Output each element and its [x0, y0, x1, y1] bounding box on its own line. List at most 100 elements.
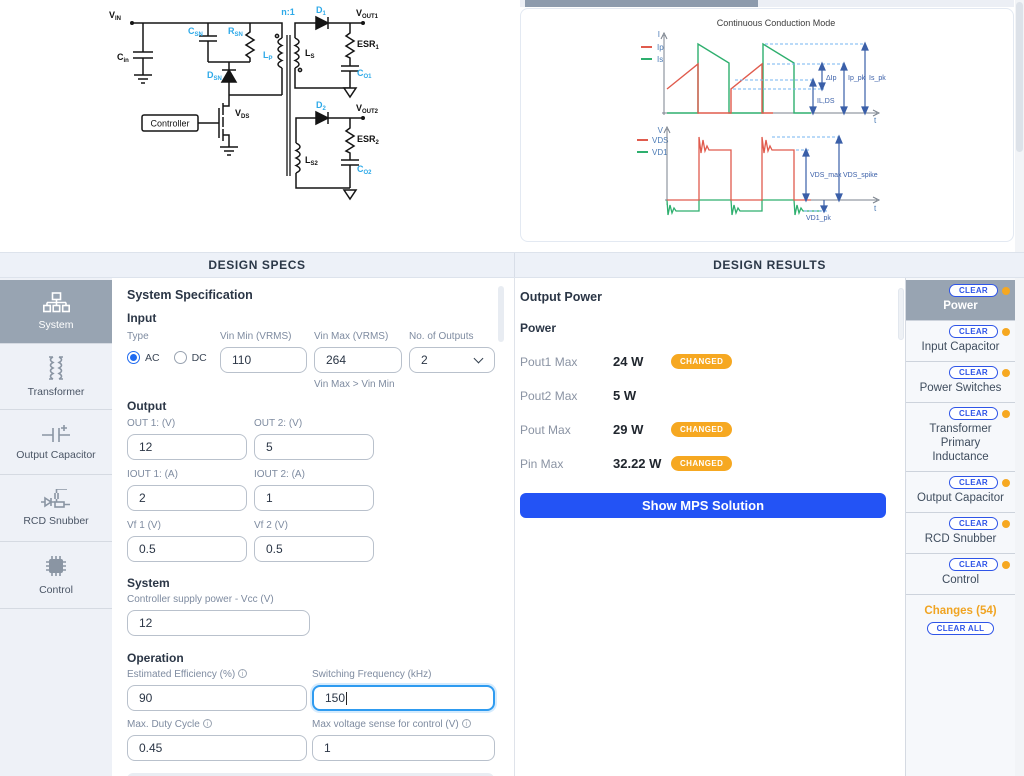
changed-dot	[1002, 327, 1010, 336]
result-nav-transformer-primary-inductance[interactable]: CLEAR Transformer Primary Inductance	[906, 403, 1015, 472]
panel-headers: DESIGN SPECS DESIGN RESULTS	[0, 252, 1024, 278]
vf2-input[interactable]: 0.5	[254, 536, 374, 562]
rcd-snubber-icon	[41, 489, 70, 508]
legend-is: Is	[657, 55, 663, 64]
output-section-heading: Output	[127, 399, 167, 413]
sidebar-item-system[interactable]: System	[0, 280, 112, 344]
clear-button[interactable]: CLEAR	[948, 476, 998, 489]
efficiency-input[interactable]: 90	[127, 685, 307, 711]
sidebar-item-control[interactable]: Control	[0, 542, 112, 609]
page-vertical-scrollbar[interactable]	[1015, 0, 1024, 776]
info-icon[interactable]: i	[238, 669, 248, 678]
vin-min-input[interactable]: 110	[220, 347, 307, 373]
sidebar-item-rcd-snubber[interactable]: RCD Snubber	[0, 475, 112, 542]
legend-ip: Ip	[657, 43, 664, 52]
waveform-card: Continuous Conduction Mode Ip Is I t	[520, 8, 1014, 242]
radio-ac-circle[interactable]	[127, 351, 140, 364]
clear-button[interactable]: CLEAR	[948, 284, 998, 297]
clear-button[interactable]: CLEAR	[948, 325, 998, 338]
duty-cycle-input[interactable]: 0.45	[127, 735, 307, 761]
scrollbar-thumb[interactable]	[525, 0, 758, 7]
frequency-input[interactable]: 150	[312, 685, 495, 711]
ls2-label: LS2	[305, 155, 319, 167]
result-nav-power[interactable]: CLEAR Power	[906, 280, 1015, 321]
flyback-schematic: Controller VIN Cin VDS LS LS2 ESR1 ESR2 …	[109, 5, 380, 201]
result-nav-output-capacitor[interactable]: CLEAR Output Capacitor	[906, 472, 1015, 513]
radio-dc[interactable]: DC	[173, 351, 207, 364]
waveform-chart: Continuous Conduction Mode Ip Is I t	[637, 18, 886, 222]
vf1-input[interactable]: 0.5	[127, 536, 247, 562]
outputs-select[interactable]: 2	[409, 347, 495, 373]
d2-label: D2	[316, 100, 327, 112]
result-nav-rcd-snubber[interactable]: CLEAR RCD Snubber	[906, 513, 1015, 554]
radio-dc-circle[interactable]	[173, 351, 187, 364]
result-label: Pout2 Max	[520, 388, 578, 403]
sense-voltage-input[interactable]: 1	[312, 735, 495, 761]
sidebar-item-output-capacitor[interactable]: Output Capacitor	[0, 410, 112, 475]
vout2-label: VOUT2	[356, 103, 379, 115]
out1-input[interactable]: 12	[127, 434, 247, 460]
iout1-input[interactable]: 2	[127, 485, 247, 511]
sidebar-item-label: Control	[39, 584, 73, 596]
result-nav-label: Power Switches	[919, 382, 1002, 394]
vds-label: VDS	[235, 108, 249, 120]
result-nav-label: Output Capacitor	[917, 492, 1004, 504]
legend-vd1: VD1	[652, 148, 668, 157]
vin-label: VIN	[109, 10, 121, 22]
csn-label: CSN	[188, 26, 203, 38]
result-nav-label: Input Capacitor	[921, 341, 1000, 353]
changed-dot	[1002, 560, 1010, 569]
result-nav-label: Control	[941, 574, 980, 586]
v-axis-label: V	[658, 126, 664, 135]
right-sidebar: CLEAR Power CLEAR Input Capacitor CLEAR …	[905, 278, 1015, 776]
text-caret	[346, 691, 348, 705]
horizontal-scrollbar[interactable]	[520, 0, 1014, 7]
info-icon[interactable]: i	[461, 719, 471, 728]
clear-button[interactable]: CLEAR	[948, 407, 998, 420]
clear-button[interactable]: CLEAR	[948, 517, 998, 530]
out2-label: OUT 2: (V)	[254, 418, 303, 429]
specs-scrollbar[interactable]	[498, 286, 504, 342]
t-axis-label-1: t	[874, 116, 877, 125]
scrollbar-thumb[interactable]	[1016, 2, 1023, 152]
result-nav-control[interactable]: CLEAR Control	[906, 554, 1015, 595]
cin-label: Cin	[117, 52, 129, 64]
show-mps-solution-button[interactable]: Show MPS Solution	[520, 493, 886, 518]
left-sidebar: System Transformer Output Capacitor	[0, 278, 112, 776]
clear-button[interactable]: CLEAR	[948, 558, 998, 571]
changes-count: Changes (54)	[924, 605, 997, 617]
result-nav-power-switches[interactable]: CLEAR Power Switches	[906, 362, 1015, 403]
debug-accordion[interactable]: How to debug your design +	[127, 773, 494, 776]
esr1-label: ESR1	[357, 39, 380, 51]
out1-label: OUT 1: (V)	[127, 418, 176, 429]
d1-label: D1	[316, 5, 327, 17]
efficiency-label: Estimated Efficiency (%)i	[127, 669, 307, 680]
iout2-label: IOUT 2: (A)	[254, 469, 305, 480]
result-nav-input-capacitor[interactable]: CLEAR Input Capacitor	[906, 321, 1015, 362]
clear-button[interactable]: CLEAR	[948, 366, 998, 379]
info-icon[interactable]: i	[202, 719, 212, 728]
chart-title: Continuous Conduction Mode	[717, 18, 836, 28]
result-label: Pout Max	[520, 422, 571, 437]
vin-max-input[interactable]: 264	[314, 347, 402, 373]
radio-ac[interactable]: AC	[127, 351, 160, 364]
design-results-header: DESIGN RESULTS	[713, 258, 826, 272]
result-value: 29 W	[613, 422, 644, 437]
clear-all-button[interactable]: CLEAR ALL	[926, 622, 995, 635]
iout2-input[interactable]: 1	[254, 485, 374, 511]
main-area: System Transformer Output Capacitor	[0, 278, 1024, 776]
annotation-vd1-pk: VD1_pk	[806, 215, 831, 222]
changed-dot	[1002, 286, 1010, 295]
vcc-input[interactable]: 12	[127, 610, 310, 636]
t-axis-label-2: t	[874, 204, 877, 213]
iout1-label: IOUT 1: (A)	[127, 469, 178, 480]
changed-badge: CHANGED	[671, 354, 733, 369]
result-value: 32.22 W	[613, 456, 662, 471]
annotation-ilds: IL,DS	[817, 98, 835, 105]
power-group-heading: Power	[520, 321, 557, 335]
results-scrollbar[interactable]	[898, 288, 904, 340]
radio-dc-label: DC	[191, 351, 207, 364]
sidebar-item-transformer[interactable]: Transformer	[0, 344, 112, 410]
out2-input[interactable]: 5	[254, 434, 374, 460]
result-nav-label: Transformer Primary Inductance	[929, 423, 992, 463]
